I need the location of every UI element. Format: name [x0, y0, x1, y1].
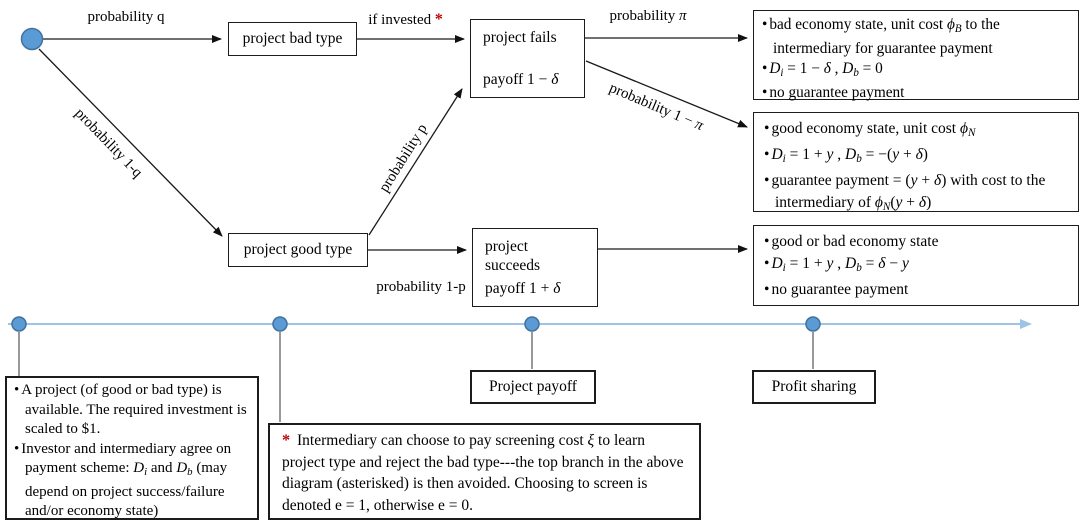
- edge-probability-1-q: [38, 48, 223, 237]
- node-project-fails: project fails payoff 1 − δ: [470, 19, 585, 98]
- project-fails-payoff: payoff 1 − δ: [483, 70, 559, 88]
- bullet-item: Investor and intermediary agree on payme…: [14, 440, 251, 522]
- bullet-item: Di = 1 + y , Db = δ − y: [764, 253, 1070, 279]
- outcome-box-success: good or bad economy stateDi = 1 + y , Db…: [753, 225, 1079, 306]
- bullet-item: Di = 1 − δ , Db = 0: [762, 59, 1070, 83]
- bullet-item: bad economy state, unit cost ϕB to the i…: [762, 15, 1070, 59]
- project-succeeds-label: project succeeds: [485, 238, 541, 275]
- root-node: [20, 27, 44, 51]
- timeline-node-3: [524, 316, 540, 332]
- bullet-item: Di = 1 + y , Db = −(y + δ): [764, 144, 1070, 170]
- edge-probability-1-pi: [585, 60, 748, 128]
- bullet-item: no guarantee payment: [764, 279, 1070, 301]
- edge-label-probability-1-p: probability 1-p: [376, 279, 466, 295]
- label-box-project-payoff: Project payoff: [470, 370, 596, 404]
- label-box-profit-sharing: Profit sharing: [752, 370, 876, 404]
- edge-label-probability-pi: probability π: [609, 8, 687, 24]
- timeline-node-2: [272, 316, 288, 332]
- outcome-box-bad-economy: bad economy state, unit cost ϕB to the i…: [753, 10, 1079, 103]
- event-box-project-setup: A project (of good or bad type) is avail…: [5, 376, 259, 520]
- timeline-node-1: [11, 316, 27, 332]
- bullet-item: good or bad economy state: [764, 231, 1070, 253]
- bullet-item: good economy state, unit cost ϕN: [764, 118, 1070, 144]
- node-project-bad-type: project bad type: [228, 22, 357, 56]
- timeline-node-4: [805, 316, 821, 332]
- note-box-screening: * Intermediary can choose to pay screeni…: [268, 423, 701, 520]
- project-fails-label: project fails: [483, 29, 557, 46]
- bullet-item: A project (of good or bad type) is avail…: [14, 381, 251, 440]
- node-project-succeeds: project succeeds payoff 1 + δ: [472, 228, 598, 307]
- outcome-box-good-economy: good economy state, unit cost ϕNDi = 1 +…: [753, 112, 1079, 213]
- edge-probability-p: [368, 88, 463, 236]
- node-project-good-type: project good type: [228, 233, 368, 267]
- edge-label-if-invested: if invested *: [368, 11, 443, 28]
- bullet-item: guarantee payment = (y + δ) with cost to…: [764, 170, 1070, 218]
- edge-label-probability-q: probability q: [87, 9, 165, 25]
- bullet-item: no guarantee payment: [762, 83, 1070, 103]
- project-succeeds-payoff: payoff 1 + δ: [485, 279, 561, 297]
